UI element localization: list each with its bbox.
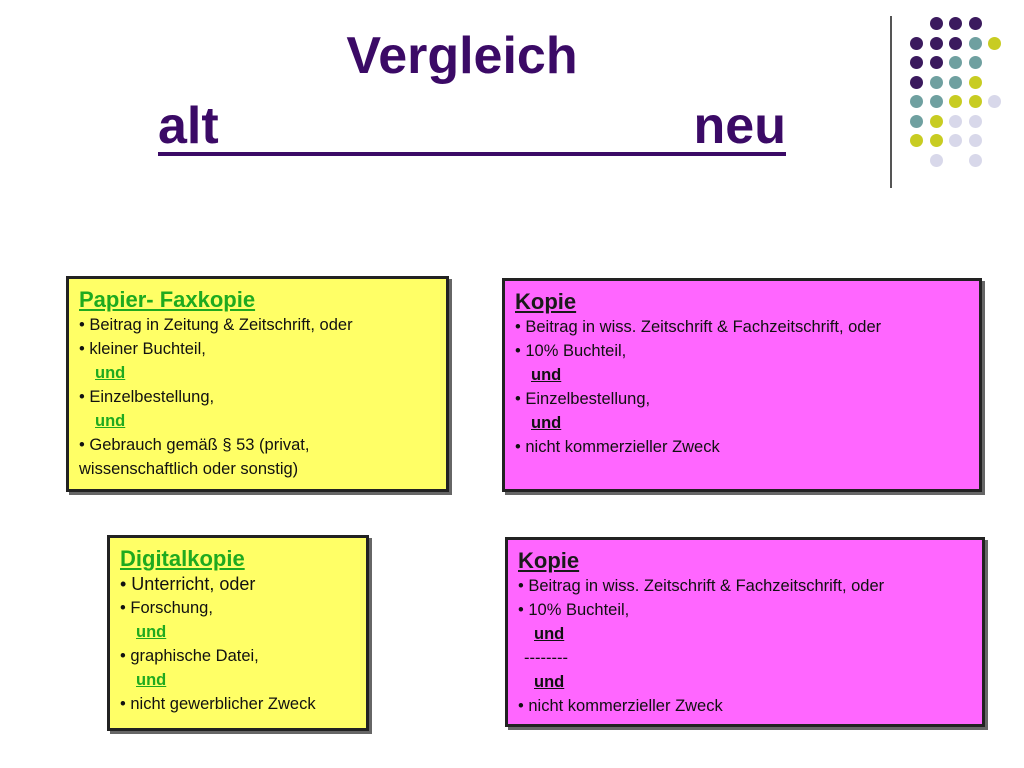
box-new-paper-und: und	[531, 414, 562, 432]
decorative-dot	[968, 75, 982, 89]
box-new-digital-line: • nicht kommerzieller Zweck	[518, 697, 723, 715]
decorative-dot	[968, 95, 982, 108]
decorative-divider	[890, 16, 892, 188]
decorative-dot	[949, 75, 962, 89]
decorative-dot	[929, 17, 943, 30]
box-old-digital-line: • Unterricht, oder	[120, 574, 256, 594]
box-old-paper-line: • Beitrag in Zeitung & Zeitschrift, oder	[79, 316, 353, 334]
slide-title-line1: Vergleich	[346, 27, 578, 85]
box-new-digital: Kopie • Beitrag in wiss. Zeitschrift & F…	[505, 537, 985, 727]
box-old-digital-und: und	[136, 671, 167, 689]
decorative-dot	[949, 17, 962, 30]
box-old-digital-line: • Forschung,	[120, 599, 213, 617]
decorative-dot	[929, 36, 943, 50]
box-old-digital-line: • nicht gewerblicher Zweck	[120, 695, 316, 713]
decorative-dot	[988, 36, 1001, 50]
decorative-dot	[968, 134, 982, 147]
box-new-digital-line: • Beitrag in wiss. Zeitschrift & Fachzei…	[518, 577, 885, 595]
decorative-dot	[968, 114, 982, 128]
box-new-digital-line: • 10% Buchteil,	[518, 601, 630, 619]
decorative-dot	[929, 75, 943, 89]
decorative-dot	[949, 114, 962, 128]
box-new-digital-und: und	[534, 625, 565, 643]
decorative-dot	[910, 36, 923, 50]
decorative-dot	[910, 56, 923, 69]
slide-title-line2: alt neu	[158, 100, 786, 156]
box-new-paper: Kopie • Beitrag in wiss. Zeitschrift & F…	[502, 278, 982, 492]
box-old-digital-line: • graphische Datei,	[120, 647, 259, 665]
title-neu: neu	[693, 97, 786, 155]
decorative-dot	[949, 134, 962, 147]
box-old-paper-heading: Papier- Faxkopie	[79, 287, 256, 312]
decorative-dot	[968, 153, 982, 167]
title-alt: alt	[158, 97, 219, 155]
box-old-paper-und: und	[95, 412, 126, 430]
box-old-paper-line: wissenschaftlich oder sonstig)	[79, 460, 299, 478]
box-old-paper: Papier- Faxkopie • Beitrag in Zeitung & …	[66, 276, 449, 492]
box-new-paper-line: • Beitrag in wiss. Zeitschrift & Fachzei…	[515, 318, 882, 336]
decorative-dot	[949, 95, 962, 108]
box-old-paper-und: und	[95, 364, 126, 382]
box-old-digital-heading: Digitalkopie	[120, 546, 245, 571]
box-new-digital-dashes: --------	[524, 649, 568, 667]
box-new-paper-und: und	[531, 366, 562, 384]
decorative-dot	[988, 95, 1001, 108]
box-new-paper-line: • 10% Buchteil,	[515, 342, 627, 360]
decorative-dot	[968, 56, 982, 69]
box-new-digital-heading: Kopie	[518, 548, 580, 573]
decorative-dot	[949, 36, 962, 50]
decorative-dot	[910, 134, 923, 147]
decorative-dot	[929, 95, 943, 108]
box-old-paper-line: • kleiner Buchteil,	[79, 340, 206, 358]
decorative-dot	[910, 75, 923, 89]
decorative-dot	[929, 134, 943, 147]
decorative-dot	[968, 17, 982, 30]
box-old-digital: Digitalkopie • Unterricht, oder • Forsch…	[107, 535, 369, 731]
box-new-paper-line: • Einzelbestellung,	[515, 390, 651, 408]
decorative-dot	[929, 153, 943, 167]
decorative-dot	[910, 95, 923, 108]
decorative-dot	[910, 114, 923, 128]
box-new-digital-und: und	[534, 673, 565, 691]
box-new-paper-line: • nicht kommerzieller Zweck	[515, 438, 720, 456]
box-old-paper-line: • Gebrauch gemäß § 53 (privat,	[79, 436, 310, 454]
box-old-paper-line: • Einzelbestellung,	[79, 388, 215, 406]
decorative-dot	[929, 56, 943, 69]
decorative-dot	[929, 114, 943, 128]
decorative-dot	[949, 56, 962, 69]
box-new-paper-heading: Kopie	[515, 289, 577, 314]
box-old-digital-und: und	[136, 623, 167, 641]
decorative-dot	[968, 36, 982, 50]
